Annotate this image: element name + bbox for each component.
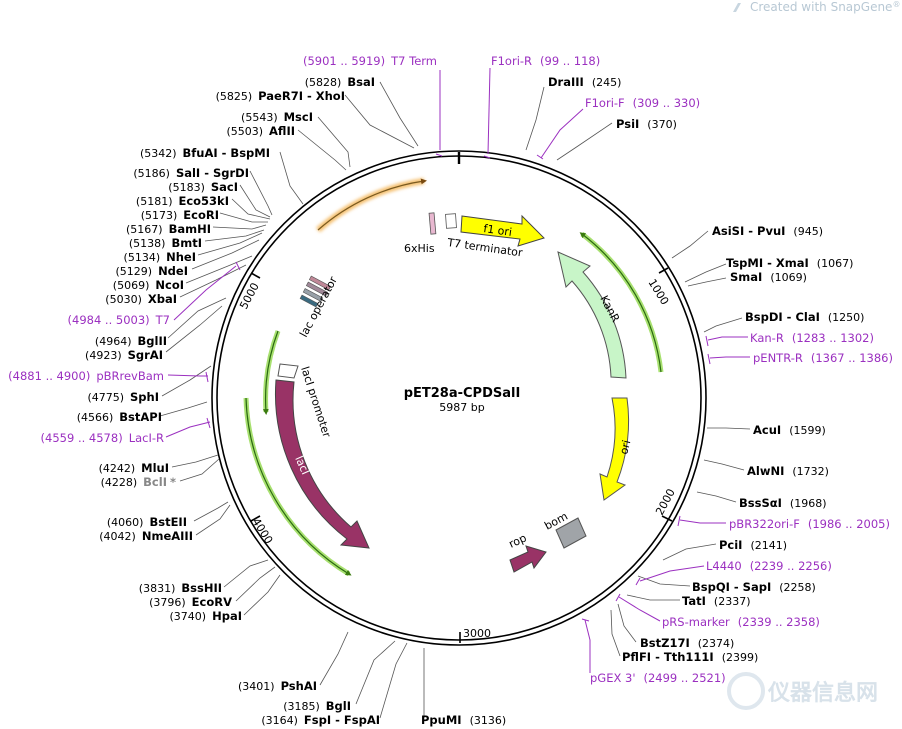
site-label: (5030)XbaI xyxy=(105,292,177,306)
green-arc-right xyxy=(579,232,664,373)
primer-label: (4881 .. 4900)pBRrevBam xyxy=(8,369,164,383)
ori-label: ori xyxy=(617,439,633,456)
site-label: BspQI - SapI(2258) xyxy=(692,580,816,594)
plasmid-length: 5987 bp xyxy=(439,401,484,414)
site-label: (5543)MscI xyxy=(241,110,313,124)
site-label: (3796)EcoRV xyxy=(149,595,232,609)
site-label: (4566)BstAPI xyxy=(77,410,162,424)
site-label: BstZ17I(2374) xyxy=(640,636,734,650)
site-label: (5825)PaeR7I - XhoI xyxy=(216,89,345,103)
site-label: SmaI(1069) xyxy=(730,270,807,284)
site-label: (4042)NmeAIII xyxy=(99,529,193,543)
site-label: (5134)NheI xyxy=(124,250,196,264)
svg-text:Created with SnapGene®: Created with SnapGene® xyxy=(750,0,900,14)
primer-label: pGEX 3'(2499 .. 2521) xyxy=(590,671,726,685)
plasmid-name: pET28a-CPDSalI xyxy=(404,386,521,401)
brand-prefix: Created with xyxy=(750,0,831,14)
orange-arc-feature xyxy=(316,178,427,233)
f1-ori-feature: f1 ori xyxy=(460,214,545,247)
site-label: (3740)HpaI xyxy=(170,609,242,623)
site-label: (3401)PshAI xyxy=(238,679,317,693)
site-label: AlwNI(1732) xyxy=(747,464,829,478)
green-arc-left-outer xyxy=(243,397,352,577)
site-label: (4060)BstEII xyxy=(107,515,187,529)
watermark-logo-icon xyxy=(727,672,765,710)
rop-label: rop xyxy=(507,531,529,550)
ori-feature: ori xyxy=(599,397,633,501)
site-label: (5069)NcoI xyxy=(113,278,184,292)
site-label: (4228)BclI* xyxy=(101,475,176,489)
svg-text:5000: 5000 xyxy=(237,281,262,312)
svg-text:1000: 1000 xyxy=(645,277,671,308)
bom-feature: bom xyxy=(542,510,587,549)
his-tag-label: 6xHis xyxy=(404,242,435,255)
site-label: (3831)BssHII xyxy=(139,581,222,595)
site-label: PpuMI(3136) xyxy=(421,713,506,727)
site-label: (3164)FspI - FspAI xyxy=(261,713,380,727)
snapgene-brand: Created with SnapGene® xyxy=(733,0,900,14)
tick-2000: 2000 xyxy=(653,487,678,522)
primer-leaders xyxy=(165,67,750,673)
site-label: (4964)BglII xyxy=(95,334,167,348)
brand-name: SnapGene xyxy=(831,0,893,14)
t7-terminator-label: T7 terminator xyxy=(446,236,524,260)
primer-label: pENTR-R(1367 .. 1386) xyxy=(753,351,893,365)
site-label: PsiI(370) xyxy=(616,117,677,131)
f1-ori-label: f1 ori xyxy=(483,222,513,239)
lac-operator-feature: lac operator xyxy=(297,274,340,339)
rop-feature: rop xyxy=(507,531,547,573)
site-label: (4242)MluI xyxy=(99,461,169,475)
site-label: (5183)SacI xyxy=(168,180,238,194)
svg-text:4000: 4000 xyxy=(249,516,275,547)
site-label: DraIII(245) xyxy=(548,75,621,89)
svg-text:3000: 3000 xyxy=(463,627,491,640)
site-label: (5342)BfuAI - BspMI xyxy=(140,146,270,160)
watermark: 仪器信息网 xyxy=(727,672,878,710)
green-arc-left-inner xyxy=(262,330,281,415)
site-label: PciI(2141) xyxy=(719,538,787,552)
site-label: (4775)SphI xyxy=(87,390,159,404)
laci-feature: lacI xyxy=(275,379,370,549)
site-label: (5167)BamHI xyxy=(126,222,211,236)
primer-label: Kan-R(1283 .. 1302) xyxy=(750,331,874,345)
primer-label: F1ori-R(99 .. 118) xyxy=(491,54,600,68)
watermark-text: 仪器信息网 xyxy=(767,680,878,706)
site-label: (5828)BsaI xyxy=(305,75,375,89)
laci-promoter-label: lacI promoter xyxy=(298,365,333,439)
brand-mark: ® xyxy=(892,0,900,9)
primer-label: F1ori-F(309 .. 330) xyxy=(585,96,700,110)
snapgene-logo-icon xyxy=(733,3,741,12)
site-label: TatI(2337) xyxy=(682,594,750,608)
site-label: BssSαI(1968) xyxy=(739,496,827,510)
site-label: (5173)EcoRI xyxy=(141,208,219,222)
primer-label: pBR322ori-F(1986 .. 2005) xyxy=(729,517,890,531)
site-label: (5186)SalI - SgrDI xyxy=(133,166,249,180)
primer-label: L4440(2239 .. 2256) xyxy=(706,559,832,573)
site-leaders xyxy=(159,81,751,719)
primer-label: pRS-marker(2339 .. 2358) xyxy=(662,615,820,629)
primer-label: (4984 .. 5003)T7 xyxy=(68,313,170,327)
his-tag-feature: 6xHis xyxy=(404,212,437,255)
site-label: BspDI - ClaI(1250) xyxy=(745,310,864,324)
site-label: (4923)SgrAI xyxy=(85,348,163,362)
site-label: AcuI(1599) xyxy=(753,423,826,437)
site-label: TspMI - XmaI(1067) xyxy=(726,256,853,270)
primer-label: (5901 .. 5919)T7 Term xyxy=(303,54,437,68)
site-label: (5138)BmtI xyxy=(129,236,202,250)
site-label: (5129)NdeI xyxy=(115,264,188,278)
tick-3000: 3000 xyxy=(459,627,491,643)
primer-label: (4559 .. 4578)LacI-R xyxy=(41,431,164,445)
tick-4000: 4000 xyxy=(249,515,275,547)
svg-text:2000: 2000 xyxy=(653,487,678,518)
site-label: PflFI - Tth111I(2399) xyxy=(622,650,758,664)
site-label: (3185)BglI xyxy=(283,699,351,713)
kanr-feature: KanR xyxy=(557,251,627,379)
site-label: AsiSI - PvuI(945) xyxy=(712,224,823,238)
site-label: (5503)AflII xyxy=(226,124,295,138)
site-label: (5181)Eco53kI xyxy=(136,194,229,208)
